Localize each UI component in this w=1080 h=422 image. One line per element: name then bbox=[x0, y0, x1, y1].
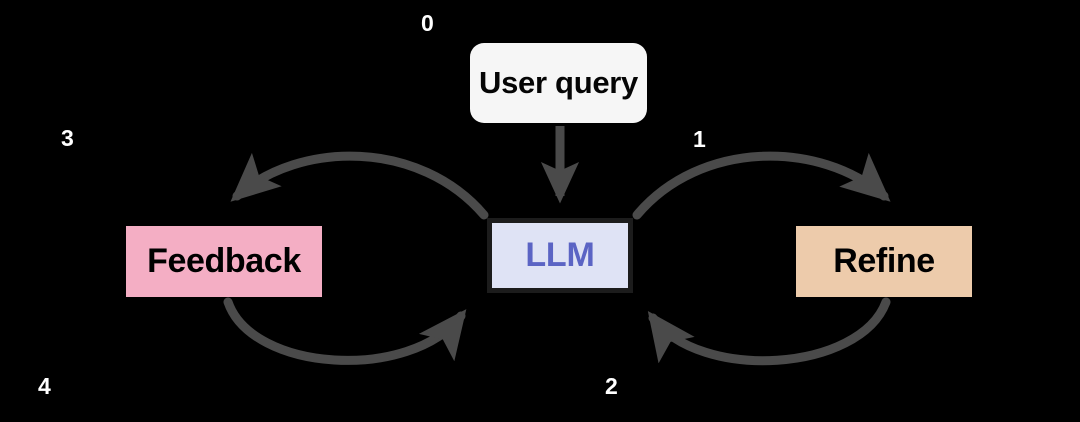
step-label-0: 0 bbox=[421, 10, 434, 36]
edge-feedback-to-llm bbox=[223, 297, 467, 365]
edge-refine-to-llm bbox=[647, 297, 891, 366]
node-feedback[interactable]: Feedback bbox=[126, 226, 322, 297]
step-label-1: 1 bbox=[693, 126, 706, 152]
node-user-query[interactable]: User query bbox=[470, 43, 647, 123]
step-label-3: 3 bbox=[61, 125, 74, 151]
node-llm[interactable]: LLM bbox=[487, 218, 633, 293]
node-refine[interactable]: Refine bbox=[796, 226, 972, 297]
edge-llm-to-refine bbox=[632, 151, 891, 220]
step-label-4: 4 bbox=[38, 373, 51, 399]
step-label-2: 2 bbox=[605, 373, 618, 399]
edge-llm-to-feedback bbox=[230, 151, 489, 220]
